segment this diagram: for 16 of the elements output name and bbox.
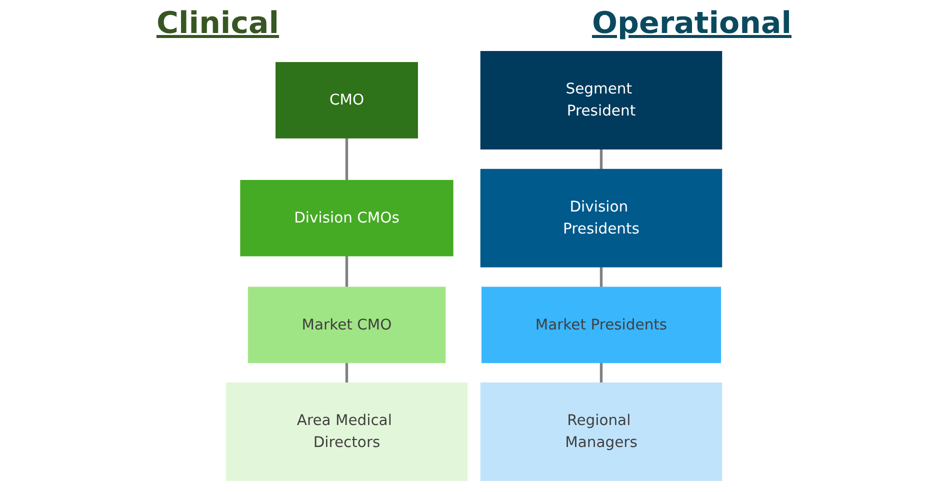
connector xyxy=(600,267,603,288)
column-heading: Operational xyxy=(592,6,792,40)
node-box: Division CMOs xyxy=(240,180,454,256)
node-box: Segment President xyxy=(480,51,722,150)
connector xyxy=(600,149,603,170)
node-box: Market CMO xyxy=(248,286,446,364)
connector xyxy=(345,362,348,383)
node-box: Regional Managers xyxy=(480,382,722,481)
node-box: Area Medical Directors xyxy=(226,382,468,481)
node-box: Market Presidents xyxy=(481,286,722,364)
column-heading: Clinical xyxy=(156,6,280,40)
connector xyxy=(345,256,348,288)
connector xyxy=(345,138,348,180)
node-box: Division Presidents xyxy=(480,168,722,268)
node-box: CMO xyxy=(276,62,418,138)
connector xyxy=(600,362,603,383)
